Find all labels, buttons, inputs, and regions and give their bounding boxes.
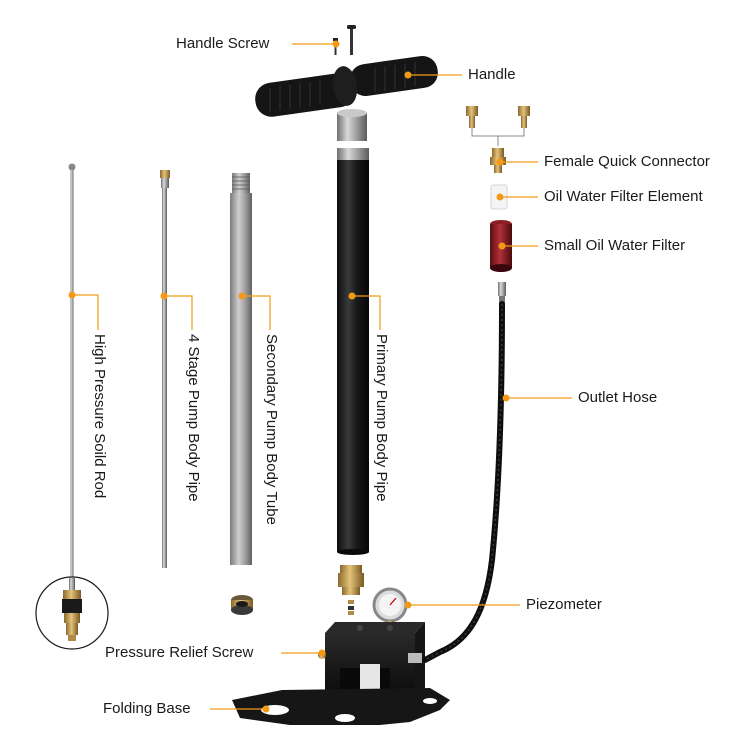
base-block — [318, 622, 425, 698]
label-folding-base: Folding Base — [103, 700, 191, 717]
leader-dots — [68, 40, 510, 713]
rod-tip-detail — [35, 576, 109, 650]
label-primary-pump-body-pipe: Primary Pump Body Pipe — [373, 334, 390, 502]
label-handle-screw: Handle Screw — [176, 35, 270, 52]
primary-pump-body-pipe — [337, 148, 369, 555]
label-female-quick-connector: Female Quick Connector — [544, 153, 710, 170]
handle — [255, 55, 438, 117]
label-oil-water-filter-element: Oil Water Filter Element — [544, 188, 703, 205]
label-pressure-relief-screw: Pressure Relief Screw — [105, 644, 254, 661]
handle-screws — [333, 25, 356, 55]
label-piezometer: Piezometer — [526, 596, 602, 613]
label-four-stage-pump-body-pipe: 4 Stage Pump Body Pipe — [185, 334, 202, 502]
outlet-hose — [422, 282, 506, 663]
label-high-pressure-solid-rod: High Pressure Soild Rod — [91, 334, 108, 499]
piezometer — [372, 587, 408, 631]
label-small-oil-water-filter: Small Oil Water Filter — [544, 237, 686, 254]
top-cap — [337, 109, 367, 141]
label-outlet-hose: Outlet Hose — [578, 389, 658, 406]
high-pressure-solid-rod — [68, 163, 76, 588]
four-stage-pump-body-pipe — [160, 170, 170, 568]
secondary-pump-body-tube — [230, 173, 253, 615]
label-secondary-pump-body-tube: Secondary Pump Body Tube — [263, 334, 280, 525]
label-handle: Handle — [468, 66, 516, 83]
lower-fittings — [338, 565, 364, 615]
folding-base-plate — [232, 688, 450, 725]
leader-lines — [72, 43, 572, 710]
